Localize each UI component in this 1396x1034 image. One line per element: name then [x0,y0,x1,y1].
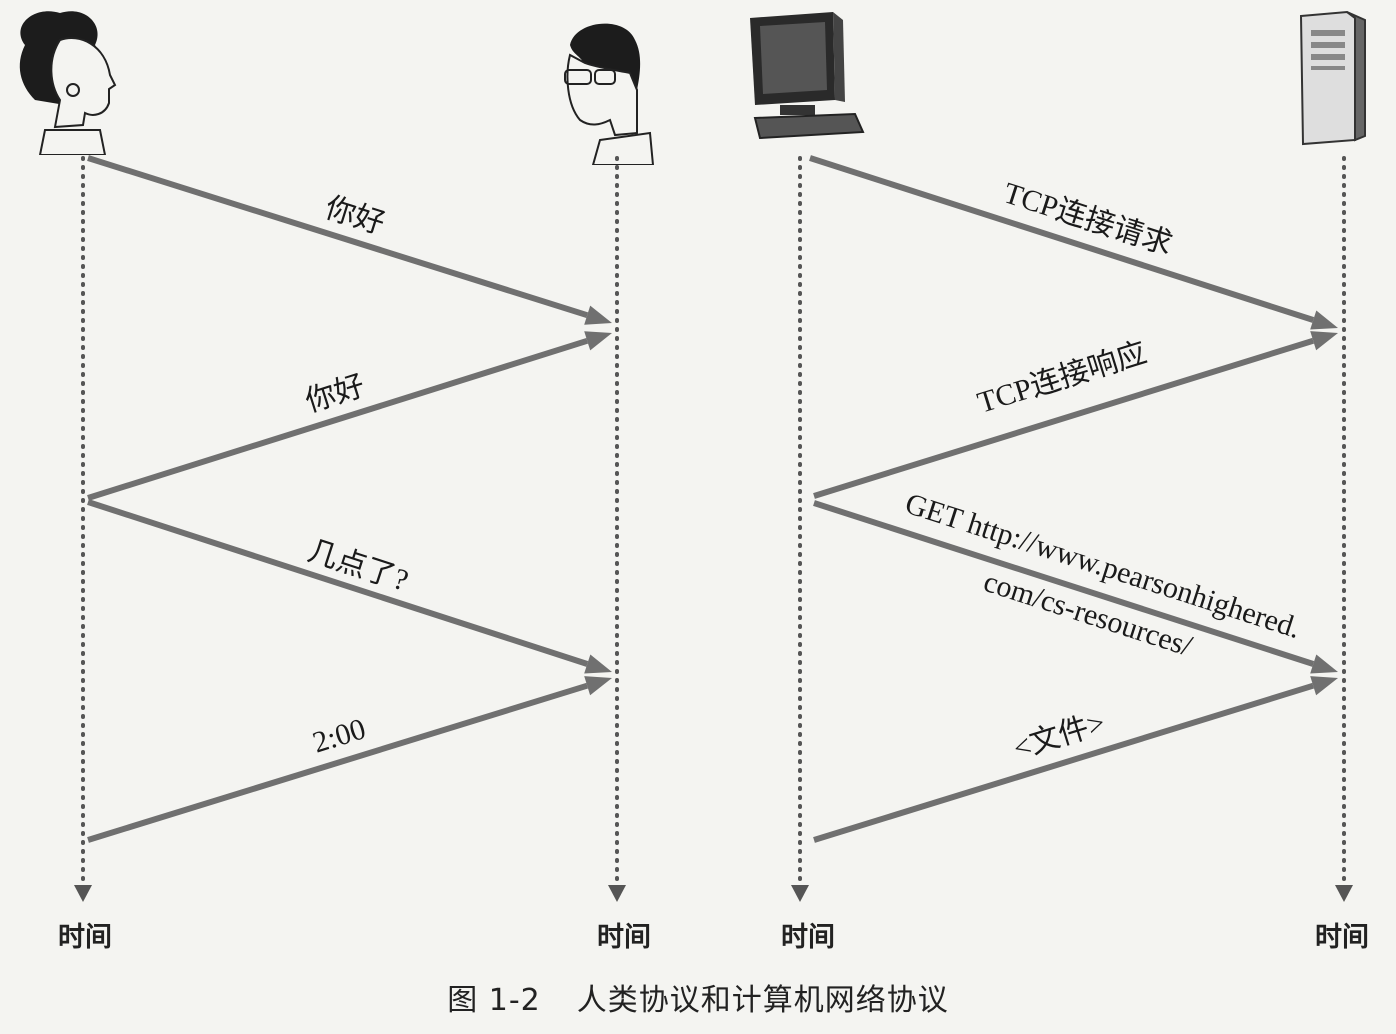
message-arrowhead [584,654,612,674]
time-label-woman: 时间 [58,922,112,953]
message-arrow [813,500,1315,667]
message-arrowhead [584,305,612,325]
message-label: TCP连接响应 [974,336,1151,420]
message-arrowhead [584,676,612,696]
message-arrow [87,155,589,319]
message-arrowhead [1310,331,1338,351]
message-arrow [813,682,1315,843]
figure-title: 人类协议和计算机网络协议 [576,983,949,1018]
message-arrowhead [1310,676,1338,696]
computer-icon [750,12,865,140]
figure-caption: 图 1-2 人类协议和计算机网络协议 [0,975,1396,1019]
server-icon [1299,10,1366,146]
timeline-arrowhead [608,885,626,902]
timeline-arrowhead [1335,885,1353,902]
message-arrowhead [584,331,612,351]
message-arrow [809,155,1315,323]
message-arrowhead [1310,310,1338,330]
timeline-arrowhead [791,885,809,902]
message-arrow [813,337,1315,499]
time-label-client: 时间 [781,922,835,953]
time-label-server: 时间 [1315,922,1369,953]
message-arrow [87,499,589,667]
figure-number: 图 1-2 [447,983,541,1018]
message-label: <文件> [1009,706,1108,765]
message-arrowhead [1310,654,1338,674]
message-arrow [87,337,589,501]
message-arrow [87,682,589,843]
man-icon [564,23,655,165]
time-label-man: 时间 [597,922,651,953]
message-label: 2:00 [309,712,370,759]
woman-icon [19,11,117,155]
timeline-arrowhead [74,885,92,902]
